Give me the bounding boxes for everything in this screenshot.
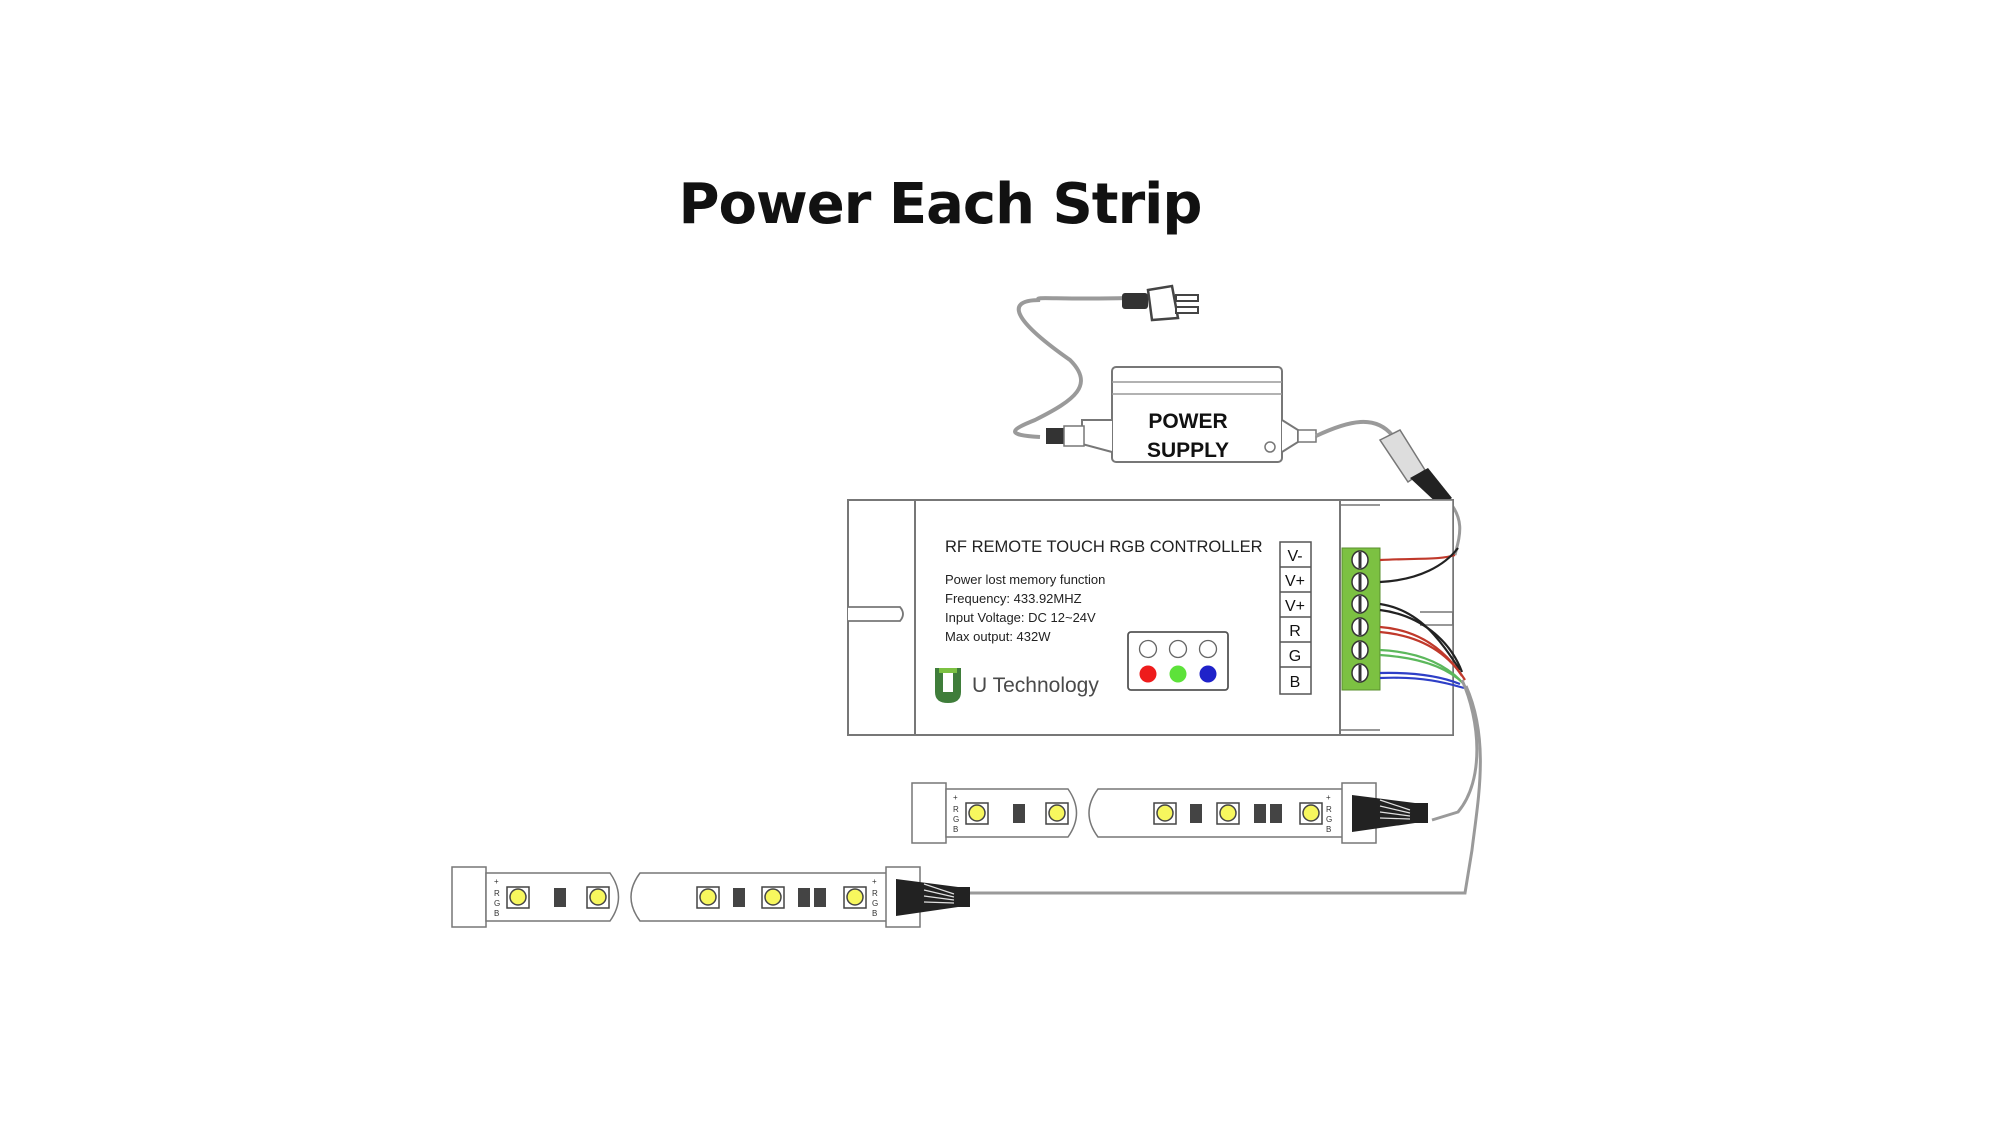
page-title: Power Each Strip [678, 172, 1203, 237]
terminal-label: G [1289, 648, 1301, 665]
ac-plug [1013, 284, 1199, 439]
led-strip-lower: + R G B + R G B [451, 866, 970, 928]
brand-name: U Technology [972, 674, 1099, 697]
controller-spec: Max output: 432W [945, 629, 1051, 644]
strip-pin-label: G [494, 899, 500, 908]
strip-pin-label: G [872, 899, 878, 908]
controller-spec: Frequency: 433.92MHZ [945, 591, 1082, 606]
terminal-labels [1279, 541, 1312, 695]
strip-pin-label: + [953, 793, 958, 802]
terminal-label: V+ [1285, 598, 1305, 615]
strip-pin-label: B [872, 909, 877, 918]
strip-pin-label: R [1326, 805, 1332, 814]
strip-pin-label: B [494, 909, 499, 918]
controller-heading: RF REMOTE TOUCH RGB CONTROLLER [945, 538, 1263, 556]
terminal-block [1341, 547, 1381, 691]
strip-pin-label: B [1326, 825, 1331, 834]
indicator-panel [1127, 631, 1229, 691]
strip-pin-label: R [953, 805, 959, 814]
terminal-label: V+ [1285, 573, 1305, 590]
rgb-controller: RF REMOTE TOUCH RGB CONTROLLER Power los… [847, 499, 1454, 736]
terminal-label: B [1290, 674, 1301, 691]
utechnology-logo: U Technology [935, 668, 1099, 703]
green-led-indicator [1169, 665, 1187, 683]
power-supply: POWER SUPPLY [1046, 366, 1317, 463]
strip-pin-label: R [494, 889, 500, 898]
led-strip-upper: + R G B + R G B [911, 782, 1428, 844]
strip-pin-label: + [872, 877, 877, 886]
red-led-indicator [1139, 665, 1157, 683]
terminal-label: V- [1287, 548, 1302, 565]
strip-pin-label: B [953, 825, 958, 834]
strip-pin-label: G [1326, 815, 1332, 824]
power-supply-label-line2: SUPPLY [1147, 439, 1229, 462]
blue-led-indicator [1199, 665, 1217, 683]
strip-pin-label: + [1326, 793, 1331, 802]
strip-cables [970, 679, 1482, 895]
strip-pin-label: G [953, 815, 959, 824]
power-supply-label-line1: POWER [1148, 410, 1227, 433]
strip-pin-label: R [872, 889, 878, 898]
controller-spec: Input Voltage: DC 12~24V [945, 610, 1096, 625]
controller-spec: Power lost memory function [945, 572, 1105, 587]
terminal-label: R [1289, 623, 1301, 640]
controller-wires [1379, 547, 1466, 690]
strip-pin-label: + [494, 877, 499, 886]
